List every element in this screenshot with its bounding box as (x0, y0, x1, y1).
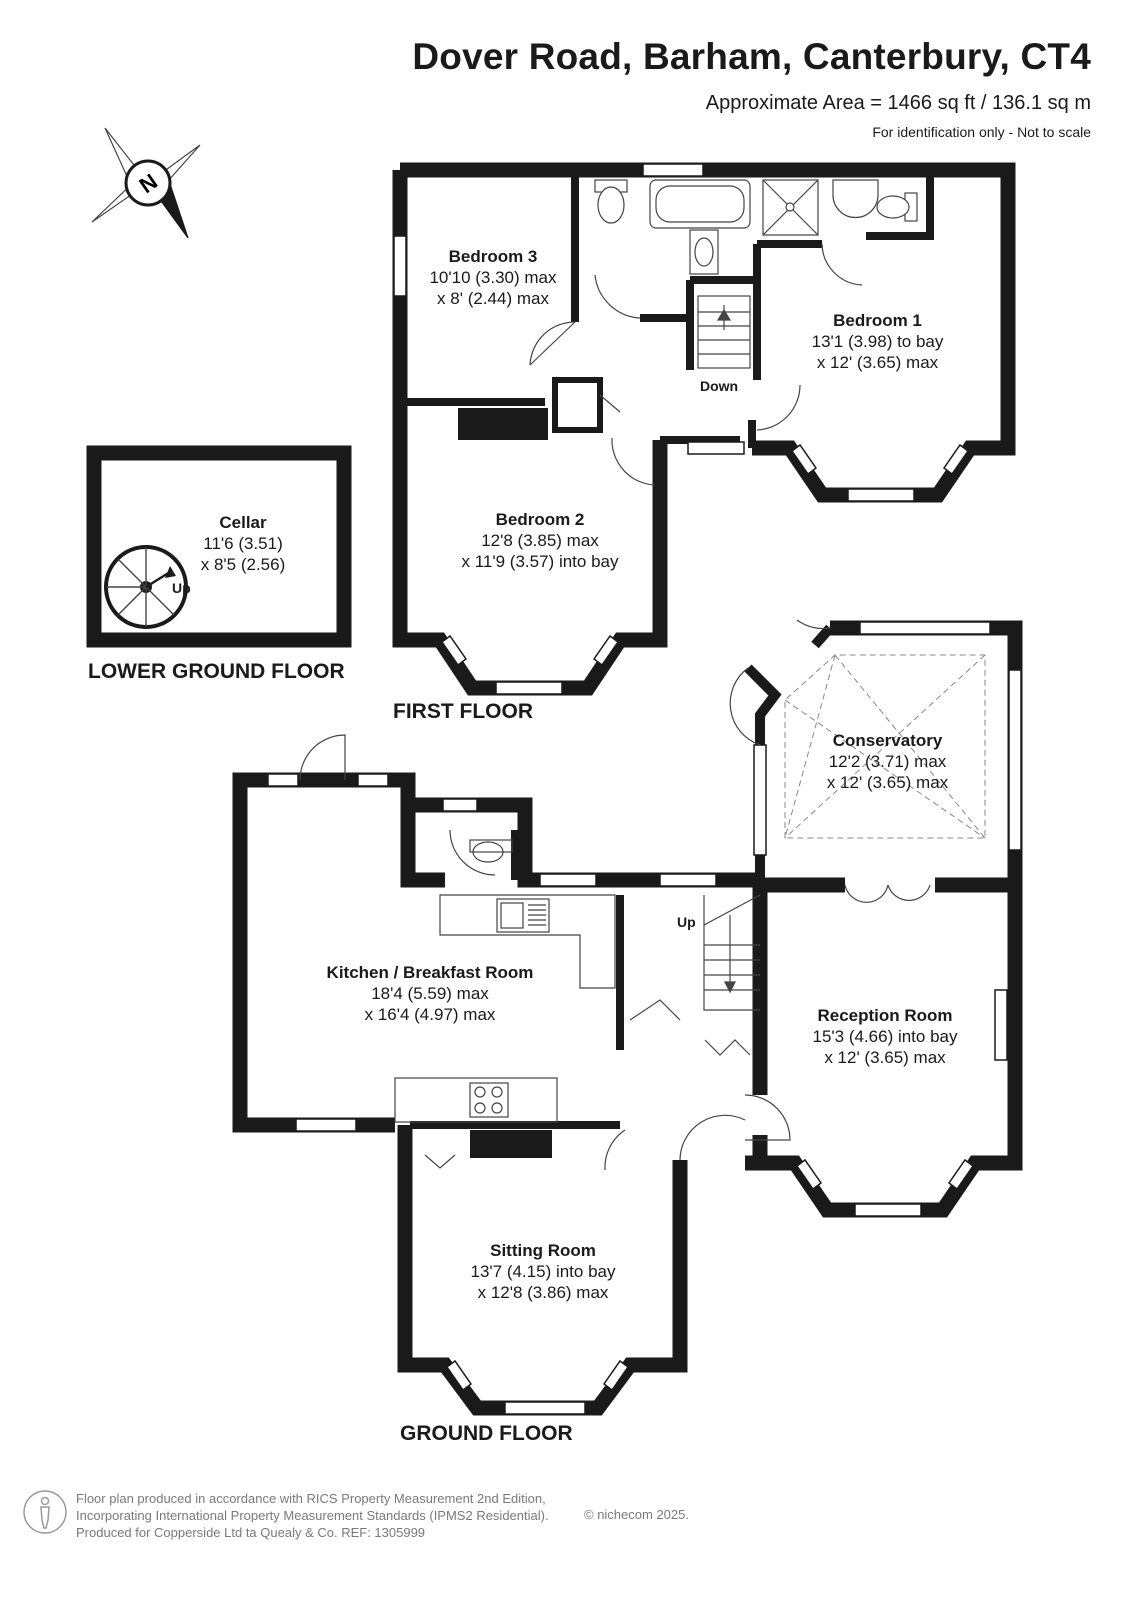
room-name: Cellar (219, 513, 267, 532)
room-dim: 12'8 (3.85) max (481, 531, 599, 550)
footer-line: Floor plan produced in accordance with R… (76, 1491, 546, 1506)
room-dim: 13'1 (3.98) to bay (811, 332, 944, 351)
room-name: Bedroom 2 (495, 510, 585, 529)
room-dim: 11'6 (3.51) (203, 534, 283, 553)
ground-floor-windows (267, 621, 1022, 1415)
room-name: Reception Room (817, 1006, 953, 1025)
room-sitting: Sitting Room 13'7 (4.15) into bay x 12'8… (448, 1240, 638, 1303)
room-dim: x 12' (3.65) max (816, 353, 939, 372)
footer-line: Produced for Copperside Ltd ta Quealy & … (76, 1525, 426, 1540)
conservatory-roof (784, 654, 986, 839)
ground-floor-stairs (703, 894, 761, 1011)
room-name: Conservatory (832, 731, 943, 750)
room-conservatory: Conservatory 12'2 (3.71) max x 12' (3.65… (805, 730, 970, 793)
scale-note: For identification only - Not to scale (872, 124, 1091, 140)
footer-line: Incorporating International Property Mea… (76, 1508, 549, 1523)
first-floor-stairs (697, 295, 751, 369)
room-name: Bedroom 1 (833, 311, 922, 330)
room-dim: x 16'4 (4.97) max (364, 1005, 496, 1024)
approximate-area: Approximate Area = 1466 sq ft / 136.1 sq… (705, 92, 1091, 114)
room-dim: 10'10 (3.30) max (429, 268, 557, 287)
compass-icon: N (91, 127, 201, 239)
room-dim: x 12' (3.65) max (824, 1048, 946, 1067)
cellar-walls (86, 445, 352, 648)
kitchen-fittings (394, 839, 616, 1123)
room-dim: x 11'9 (3.57) into bay (461, 552, 619, 571)
plan-title: Dover Road, Barham, Canterbury, CT4 (412, 36, 1091, 77)
room-bedroom-1: Bedroom 1 13'1 (3.98) to bay x 12' (3.65… (790, 310, 965, 373)
room-name: Bedroom 3 (448, 247, 538, 266)
room-dim: x 8' (2.44) max (437, 289, 549, 308)
first-floor-doors (529, 243, 863, 486)
room-dim: x 12' (3.65) max (826, 773, 949, 792)
cellar-stairs-up-label: Up (172, 580, 191, 596)
room-bedroom-2: Bedroom 2 12'8 (3.85) max x 11'9 (3.57) … (440, 509, 640, 572)
room-bedroom-3: Bedroom 3 10'10 (3.30) max x 8' (2.44) m… (418, 246, 568, 309)
room-dim: 18'4 (5.59) max (371, 984, 489, 1003)
room-dim: x 8'5 (2.56) (200, 555, 286, 574)
room-reception: Reception Room 15'3 (4.66) into bay x 12… (790, 1005, 980, 1068)
ground-chimney-breast (470, 1130, 552, 1158)
bathroom-fixtures (594, 179, 918, 275)
person-icon (23, 1490, 67, 1534)
ground-floor-doors (299, 619, 931, 1171)
copyright: © nichecom 2025. (584, 1507, 689, 1522)
room-dim: 15'3 (4.66) into bay (812, 1027, 958, 1046)
floor-label-ground: GROUND FLOOR (400, 1422, 573, 1445)
stairs-up-label: Up (677, 914, 696, 930)
room-dim: 13'7 (4.15) into bay (470, 1262, 616, 1281)
room-name: Sitting Room (490, 1241, 596, 1260)
first-floor-windows (393, 163, 915, 695)
room-kitchen-breakfast: Kitchen / Breakfast Room 18'4 (5.59) max… (305, 962, 555, 1025)
floor-label-lower-ground: LOWER GROUND FLOOR (88, 660, 345, 683)
room-name: Kitchen / Breakfast Room (326, 963, 534, 982)
chimney-breast (458, 408, 548, 440)
room-dim: x 12'8 (3.86) max (477, 1283, 609, 1302)
room-dim: 12'2 (3.71) max (828, 752, 947, 771)
floor-label-first: FIRST FLOOR (393, 700, 533, 723)
footer-text: Floor plan produced in accordance with R… (76, 1490, 549, 1541)
room-cellar: Cellar 11'6 (3.51) x 8'5 (2.56) (183, 512, 303, 575)
stairs-down-label: Down (700, 378, 739, 394)
